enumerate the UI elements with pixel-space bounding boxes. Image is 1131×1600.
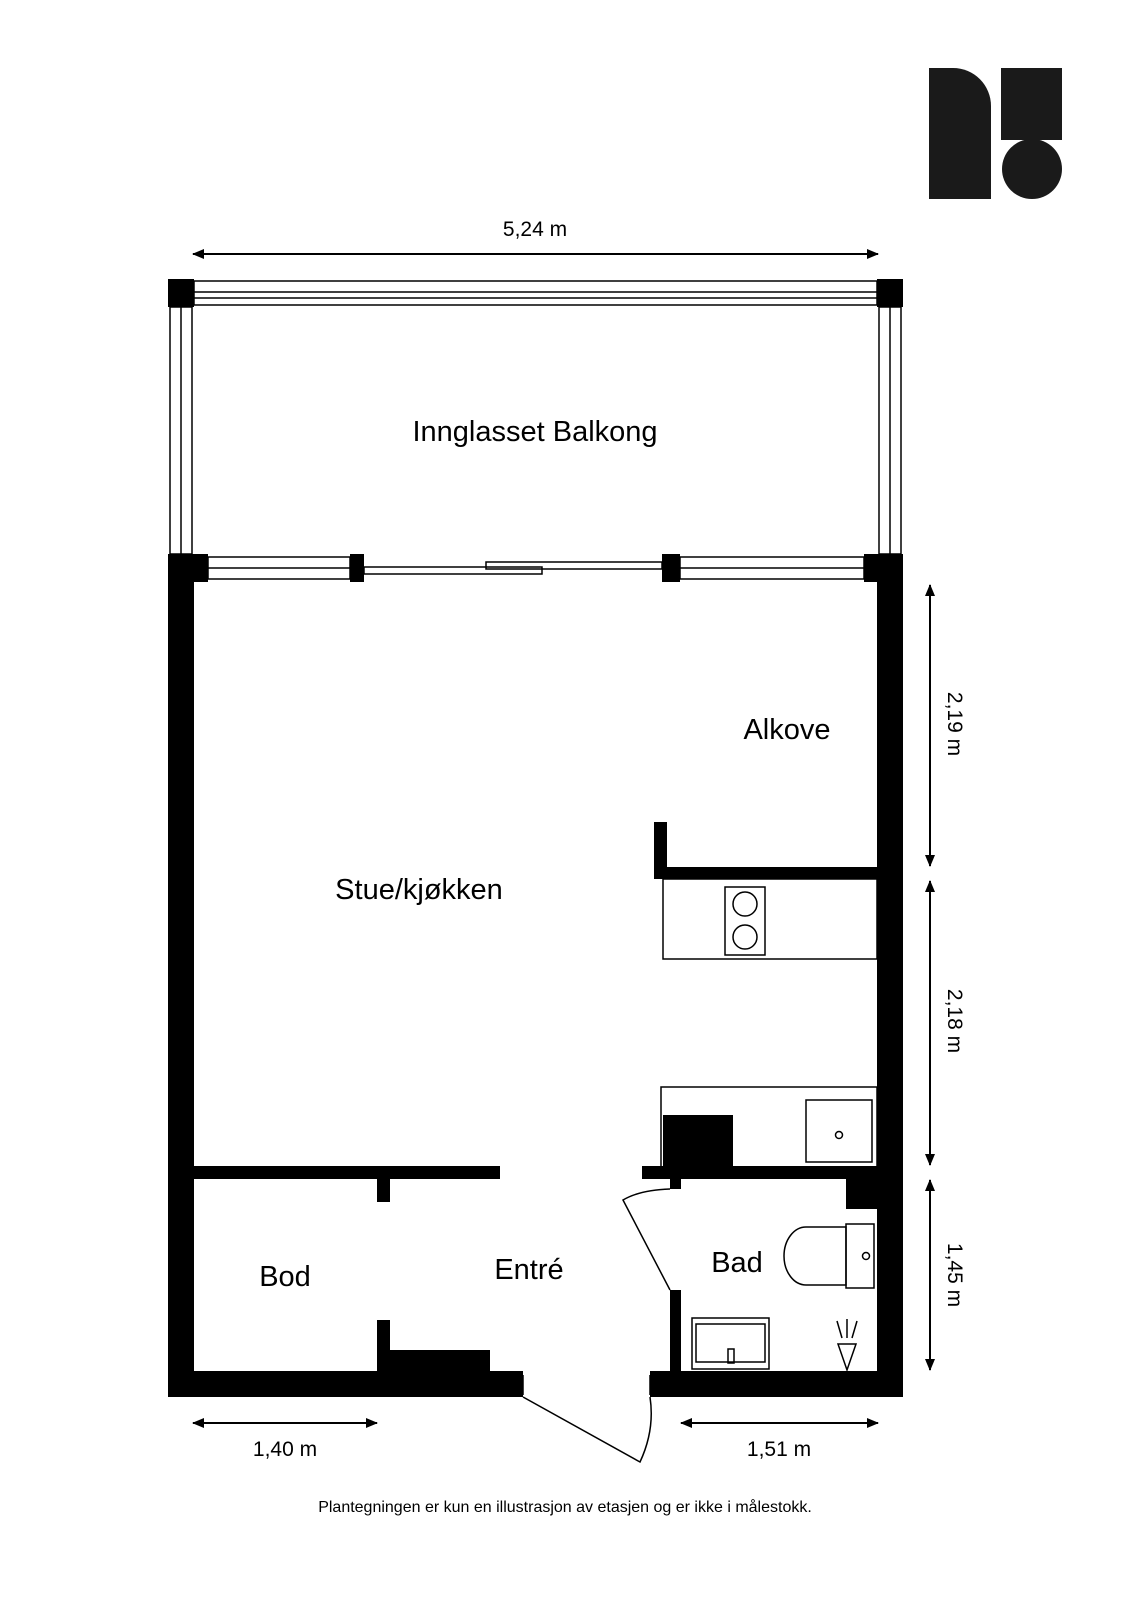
interior-walls	[194, 1166, 877, 1371]
bathroom-door	[622, 1188, 671, 1291]
kitchen-counter	[662, 878, 878, 960]
room-label-balcony: Innglasset Balkong	[412, 416, 657, 448]
dimension-top: 5,24 m	[192, 218, 879, 259]
alcove-partition	[654, 822, 877, 879]
dimension-bottom: 1,40 m 1,51 m	[192, 1418, 879, 1461]
room-label-living: Stue/kjøkken	[335, 874, 503, 906]
room-label-bath: Bad	[711, 1247, 763, 1279]
kitchen-sink-counter	[660, 1086, 878, 1170]
dimension-right: 2,19 m 2,18 m 1,45 m	[925, 584, 966, 1371]
room-label-storage: Bod	[259, 1261, 311, 1293]
dimension-label-bottom-left: 1,40 m	[253, 1438, 317, 1461]
sink-icon	[805, 1099, 873, 1163]
outer-walls	[168, 582, 903, 1397]
disclaimer-note: Plantegningen er kun en illustrasjon av …	[318, 1498, 812, 1516]
shower-icon	[836, 1319, 858, 1373]
dimension-label-bottom-right: 1,51 m	[747, 1438, 811, 1461]
dimension-label-top: 5,24 m	[503, 218, 567, 241]
toilet-icon	[783, 1223, 875, 1289]
dimension-label-right-middle: 2,18 m	[943, 989, 966, 1053]
entrance-door	[522, 1375, 652, 1464]
hob-burner-icon	[732, 891, 758, 917]
dimension-label-right-upper: 2,19 m	[943, 692, 966, 756]
brand-logo-icon	[929, 68, 1062, 199]
balcony-door-window	[168, 554, 903, 582]
hob-burner-icon	[732, 924, 758, 950]
dimension-label-right-lower: 1,45 m	[943, 1243, 966, 1307]
room-label-alcove: Alkove	[743, 714, 830, 746]
room-label-entrance: Entré	[494, 1254, 563, 1286]
washbasin-icon	[691, 1317, 770, 1370]
